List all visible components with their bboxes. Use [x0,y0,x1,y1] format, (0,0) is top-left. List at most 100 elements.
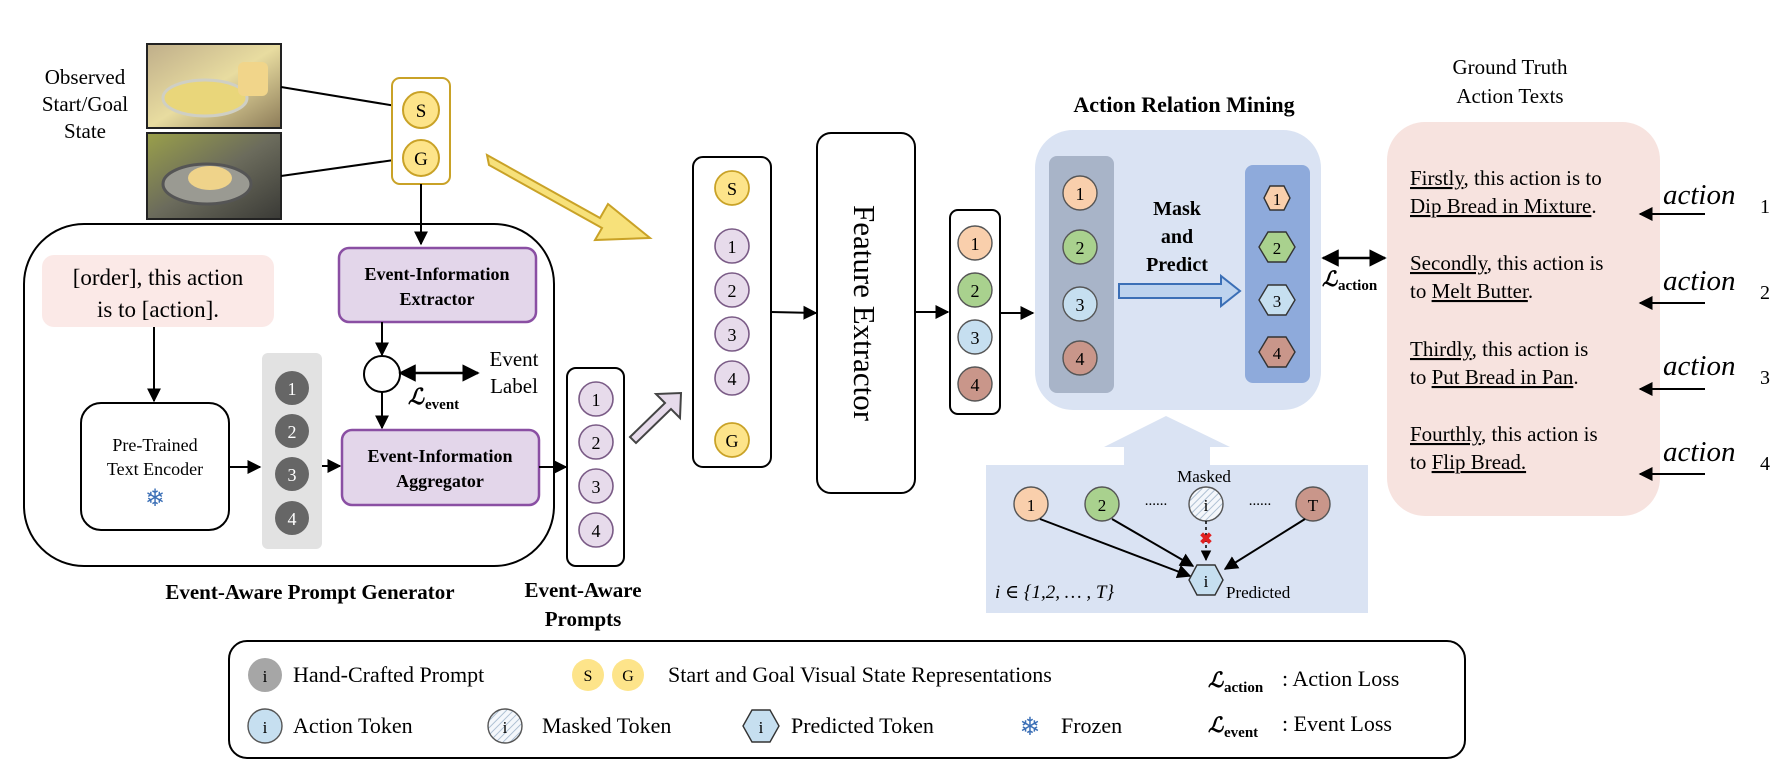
event-prompt-label: 1 [592,390,601,410]
gt-item-4: Fourthly, this action is to Flip Bread. [1410,422,1598,474]
event-prompt-3: 3 [578,468,614,504]
arm-output-label: 3 [1273,292,1282,311]
arm-input-token-4: 4 [1062,340,1098,376]
prompts-title-line2: Prompts [545,607,622,631]
hand-token-4: 4 [275,501,309,535]
event-aggregator-box [340,428,541,507]
combined-token-1: 1 [714,228,750,264]
svg-text:2: 2 [1760,282,1770,304]
gt-action: Dip Bread in Mixture [1410,194,1591,218]
seq-ellipsis-2: ...... [1249,493,1272,509]
feature-token-label: 2 [971,281,980,301]
legend-event-loss: ℒ event : Event Loss [1208,711,1392,741]
gt-pre: to [1410,450,1432,474]
svg-text:ℒ: ℒ [1208,713,1224,737]
observed-label-line3: State [64,119,106,143]
legend-action-loss-label: : Action Loss [1282,666,1399,691]
action-var-1: action 1 [1663,179,1770,218]
legend-action-loss: ℒ action : Action Loss [1208,666,1399,696]
template-text-line1: [order], this action [73,265,244,290]
combined-token-2: 2 [714,272,750,308]
svg-text:Secondly, this action is: Secondly, this action is [1410,251,1603,275]
combined-token-3: 3 [714,316,750,352]
action-loss-subscript: action [1338,278,1378,294]
svg-text:action: action [1663,350,1736,382]
action-var-4: action 4 [1663,436,1770,475]
detail-up-arrow [1104,416,1230,465]
extractor-line2: Extractor [400,289,475,309]
goal-state-image [146,132,282,220]
legend-action-token: i Action Token [247,708,413,744]
arm-output-label: 2 [1273,239,1282,258]
combined-token-label: 3 [728,325,737,345]
legend-token-letter: i [263,667,268,686]
action-var-3: action 3 [1663,350,1770,389]
feature-extractor-label: Feature Extractor [847,205,882,422]
arm-input-label: 1 [1076,184,1085,204]
svg-text:action: action [1663,179,1736,211]
hand-token-label: 3 [288,465,297,485]
seq-token-label: i [1204,496,1209,515]
arm-input-column [1049,156,1114,393]
arm-input-token-2: 2 [1062,229,1098,265]
text-encoder-line1: Pre-Trained [112,435,197,455]
gt-title-line1: Ground Truth [1453,55,1568,79]
aggregator-line1: Event-Information [368,446,513,466]
event-prompt-4: 4 [578,512,614,548]
seq-token-label: 2 [1098,496,1107,515]
goal-token-label: G [414,149,428,170]
template-text-box [42,255,274,327]
legend-box [228,640,1466,759]
event-prompt-2: 2 [578,424,614,460]
arm-output-token-3: 3 [1258,284,1296,316]
aggregator-line2: Aggregator [396,471,484,491]
hand-token-panel [262,353,322,549]
gt-title-line2: Action Texts [1456,84,1563,108]
legend-frozen: ❄ Frozen [1020,713,1123,741]
legend-hand-crafted: i Hand-Crafted Prompt [248,658,484,692]
combined-goal-token: G [714,422,750,458]
svg-text:i: i [503,718,508,737]
event-label-line1: Event [490,347,539,371]
gt-order: Secondly [1410,251,1489,275]
gt-end: . [1591,194,1596,218]
big-yellow-arrow [485,153,653,242]
predicted-token-label: i [1204,572,1209,591]
event-prompt-label: 3 [592,477,601,497]
prompt-generator-panel [23,223,555,567]
start-state-image [146,43,282,129]
svg-text:action: action [1663,436,1736,468]
template-text-line2: is to [action]. [97,297,219,322]
combined-token-label: 4 [728,369,737,389]
arm-input-label: 3 [1076,295,1085,315]
masked-label: Masked [1177,467,1231,486]
predicted-token: i [1188,564,1224,596]
svg-text:to Flip Bread.: to Flip Bread. [1410,450,1526,474]
purple-up-arrow [628,391,683,445]
legend-goal-letter: G [622,668,634,685]
combined-goal-label: G [726,431,739,451]
event-classifier-node [363,355,401,393]
text-encoder-line2: Text Encoder [107,459,203,479]
feature-token-label: 4 [971,375,980,395]
gt-order: Thirdly [1410,337,1473,361]
svg-text:event: event [1224,725,1258,741]
gt-action: Flip Bread. [1432,450,1527,474]
predicted-label: Predicted [1226,583,1291,602]
gt-mid: , this action is [1472,337,1589,361]
prompts-title-line1: Event-Aware [524,578,641,602]
start-token-label: S [416,101,427,122]
arm-output-token-2: 2 [1258,231,1296,263]
svg-text:1: 1 [1760,196,1770,218]
svg-text:ℒ: ℒ [1208,668,1224,692]
svg-text:3: 3 [1760,367,1770,389]
svg-text:to Put Bread in Pan.: to Put Bread in Pan. [1410,365,1579,389]
legend-start-letter: S [584,668,593,685]
event-prompt-label: 2 [592,433,601,453]
combined-token-label: 1 [728,237,737,257]
legend-masked-token-label: Masked Token [542,713,671,738]
event-aware-prompts-box [566,367,625,567]
gt-end: . [1573,365,1578,389]
svg-text:4: 4 [1760,453,1770,475]
gt-action: Melt Butter [1432,279,1529,303]
